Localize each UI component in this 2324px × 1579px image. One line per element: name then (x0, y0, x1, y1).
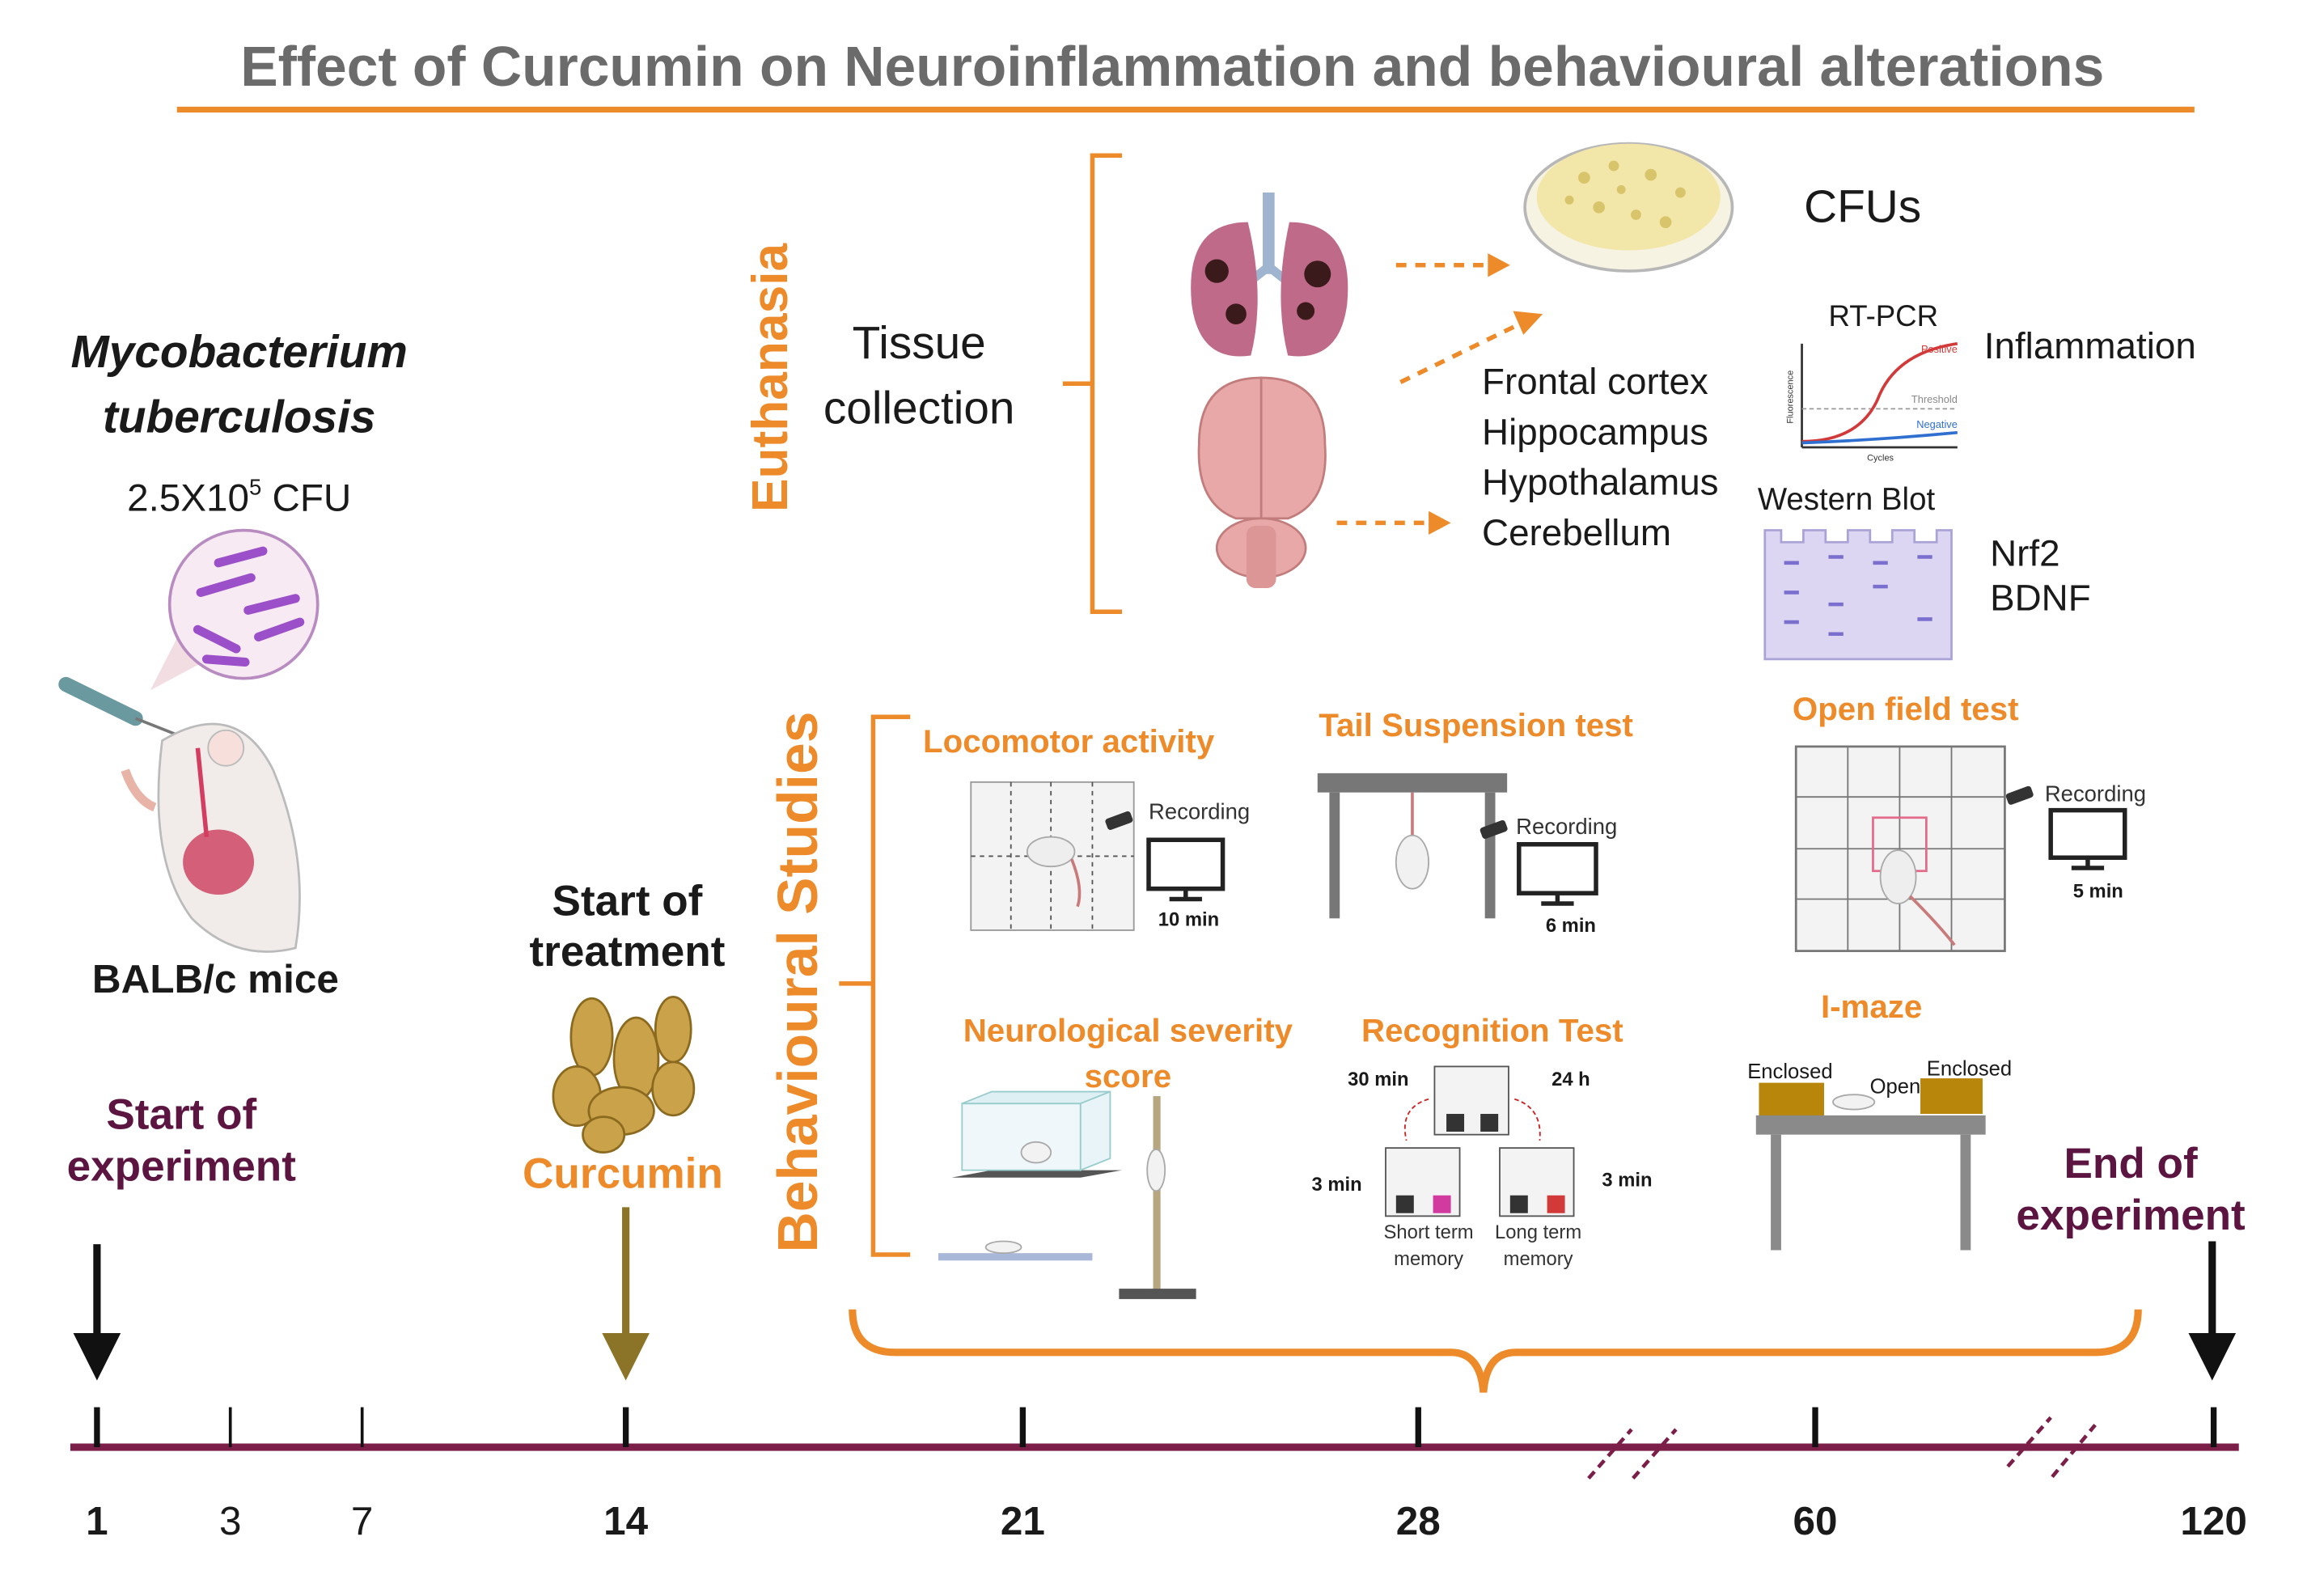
short-term-line1: Short term (1384, 1221, 1474, 1243)
timeline-ticks (94, 1407, 2217, 1448)
open-field-time: 5 min (2073, 881, 2123, 903)
imaze-icon (1755, 1078, 1986, 1251)
tick-label-28: 28 (1396, 1499, 1441, 1543)
start-arrow-icon (73, 1244, 121, 1381)
start-experiment-line1: Start of (106, 1090, 256, 1138)
tissue-line1: Tissue (853, 318, 986, 369)
mice-label: BALB/c mice (92, 957, 339, 1001)
treatment-line2: treatment (529, 928, 725, 976)
tail-title: Tail Suspension test (1319, 707, 1633, 743)
neuro-beam-icon (938, 1240, 1093, 1261)
tick-label-1: 1 (86, 1499, 108, 1543)
treatment-arrow-icon (602, 1207, 650, 1381)
recognition-boxes-icon (1385, 1065, 1575, 1217)
period-brace (849, 1309, 2142, 1393)
dose-label: 2.5X105 CFU (127, 475, 351, 520)
rec-3min-right: 3 min (1602, 1170, 1652, 1192)
rec-3min-left: 3 min (1311, 1174, 1361, 1196)
locomotor-time: 10 min (1158, 908, 1219, 930)
tail-recording: Recording (1516, 814, 1617, 839)
dashed-arrows (1336, 263, 1523, 526)
region-hypothalamus: Hypothalamus (1482, 462, 1719, 503)
inflammation-label: Inflammation (1984, 325, 2196, 366)
tick-label-3: 3 (219, 1499, 242, 1543)
tail-suspension-icon (1317, 773, 1508, 919)
tick-label-7: 7 (351, 1499, 374, 1543)
region-frontal: Frontal cortex (1482, 361, 1708, 402)
petri-dish-icon (1523, 142, 1734, 273)
arrowheads (1429, 253, 1543, 536)
diagram-title: Effect of Curcumin on Neuroinflammation … (240, 35, 2104, 98)
tick-label-21: 21 (1001, 1499, 1045, 1543)
region-hippocampus: Hippocampus (1482, 411, 1708, 452)
tick-label-14: 14 (603, 1499, 648, 1543)
cfus-label: CFUs (1804, 182, 1921, 233)
western-label: Western Blot (1758, 482, 1936, 517)
rtpcr-positive: Positive (1921, 343, 1958, 355)
recognition-title: Recognition Test (1361, 1012, 1623, 1048)
bacteria-icon (150, 528, 320, 691)
axis-break-icons (1587, 1416, 2097, 1480)
open-field-recording: Recording (2045, 781, 2146, 806)
nrf2-label: Nrf2 (1990, 532, 2059, 574)
treatment-line1: Start of (552, 878, 703, 925)
rtpcr-xaxis: Cycles (1867, 453, 1894, 463)
brain-icon (1197, 376, 1327, 588)
behaviour-label: Behavioural Studies (766, 712, 829, 1253)
euthanasia-label: Euthanasia (743, 243, 798, 512)
rtpcr-threshold: Threshold (1911, 393, 1958, 405)
rtpcr-plot-icon: Positive Threshold Negative Cycles Fluor… (1786, 342, 1958, 463)
rtpcr-negative: Negative (1916, 418, 1958, 430)
pathogen-species: tuberculosis (103, 392, 375, 443)
end-arrow-icon (2188, 1241, 2237, 1381)
imaze-open: Open (1870, 1075, 1921, 1098)
lungs-icon (1191, 193, 1348, 357)
curcumin-label: Curcumin (523, 1150, 723, 1198)
curcumin-root-icon (552, 995, 696, 1154)
bdnf-label: BDNF (1990, 577, 2091, 618)
neuro-box-icon (951, 1090, 1123, 1178)
mouse-injection-icon (58, 676, 301, 953)
neuro-pole-icon (1119, 1096, 1196, 1299)
locomotor-monitor-icon (1105, 811, 1225, 902)
imaze-title: I-maze (1821, 988, 1922, 1025)
behaviour-bracket (839, 714, 911, 1257)
tail-time: 6 min (1546, 915, 1596, 937)
tissue-line2: collection (823, 383, 1015, 434)
neuro-title-line1: Neurological severity (963, 1012, 1293, 1048)
open-field-monitor-icon (2005, 785, 2127, 870)
open-field-arena-icon (1794, 745, 2006, 952)
locomotor-recording: Recording (1149, 799, 1250, 824)
imaze-enclosed-left: Enclosed (1747, 1060, 1832, 1083)
end-line2: experiment (2016, 1192, 2246, 1239)
locomotor-arena-icon (970, 781, 1135, 931)
locomotor-title: Locomotor activity (923, 723, 1215, 760)
tick-label-60: 60 (1793, 1499, 1838, 1543)
long-term-line2: memory (1504, 1248, 1573, 1270)
long-term-line1: Long term (1495, 1221, 1581, 1243)
open-field-title: Open field test (1793, 691, 2019, 727)
rtpcr-yaxis: Fluorescence (1786, 370, 1796, 424)
tail-monitor-icon (1479, 819, 1598, 906)
start-experiment-line2: experiment (67, 1142, 297, 1190)
short-term-line2: memory (1394, 1248, 1463, 1270)
end-line1: End of (2064, 1140, 2197, 1187)
western-blot-icon (1763, 529, 1953, 661)
tick-label-120: 120 (2180, 1499, 2246, 1543)
euthanasia-bracket (1062, 153, 1123, 615)
rec-24h: 24 h (1551, 1069, 1590, 1090)
pathogen-genus: Mycobacterium (71, 327, 408, 378)
imaze-enclosed-right: Enclosed (1927, 1057, 2012, 1080)
rec-30min: 30 min (1348, 1069, 1408, 1090)
rtpcr-label: RT-PCR (1828, 299, 1938, 332)
region-cerebellum: Cerebellum (1482, 512, 1671, 553)
neuro-title-line2: score (1085, 1058, 1171, 1094)
